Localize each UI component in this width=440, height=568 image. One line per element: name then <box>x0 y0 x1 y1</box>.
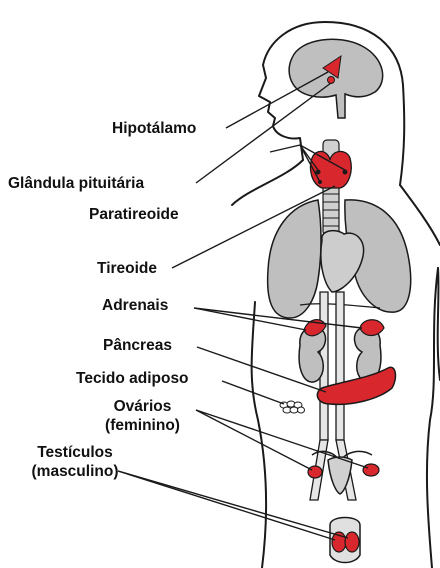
label-adipose: Tecido adiposo <box>76 369 189 388</box>
label-pituitary: Glândula pituitária <box>8 174 144 193</box>
lung-right <box>268 200 321 318</box>
label-hypothalamus: Hipotálamo <box>112 119 196 138</box>
body-outline-right-side <box>427 268 438 568</box>
label-parathyroid: Paratireoide <box>89 205 179 224</box>
pituitary-gland <box>328 77 335 84</box>
body-outline-back <box>400 185 440 245</box>
label-testes-line1: Testículos <box>16 443 134 462</box>
label-ovaries-line2: (feminino) <box>90 416 195 435</box>
label-adrenals: Adrenais <box>102 296 168 315</box>
aorta <box>336 292 344 440</box>
body-outline-shoulder <box>232 160 303 205</box>
label-testes-line2: (masculino) <box>16 462 134 481</box>
leader-testes-1 <box>118 471 335 540</box>
label-ovaries-line1: Ovários <box>90 397 195 416</box>
leader-parathyroid-1 <box>270 145 300 152</box>
label-thyroid: Tireoide <box>97 259 157 278</box>
label-pancreas: Pâncreas <box>103 336 172 355</box>
leader-hypothalamus <box>226 72 328 128</box>
ovary-left <box>363 464 379 476</box>
label-ovaries: Ovários (feminino) <box>90 397 195 435</box>
adipose-tissue <box>280 401 305 413</box>
ovary-right <box>308 466 322 478</box>
label-testes: Testículos (masculino) <box>16 443 134 481</box>
adrenal-gland-left <box>360 320 384 336</box>
testis-left <box>345 532 359 552</box>
body-outline-left-arm <box>252 302 266 568</box>
leader-ovaries-1 <box>196 410 312 470</box>
brain <box>289 39 383 118</box>
pancreas-gland <box>317 367 395 404</box>
